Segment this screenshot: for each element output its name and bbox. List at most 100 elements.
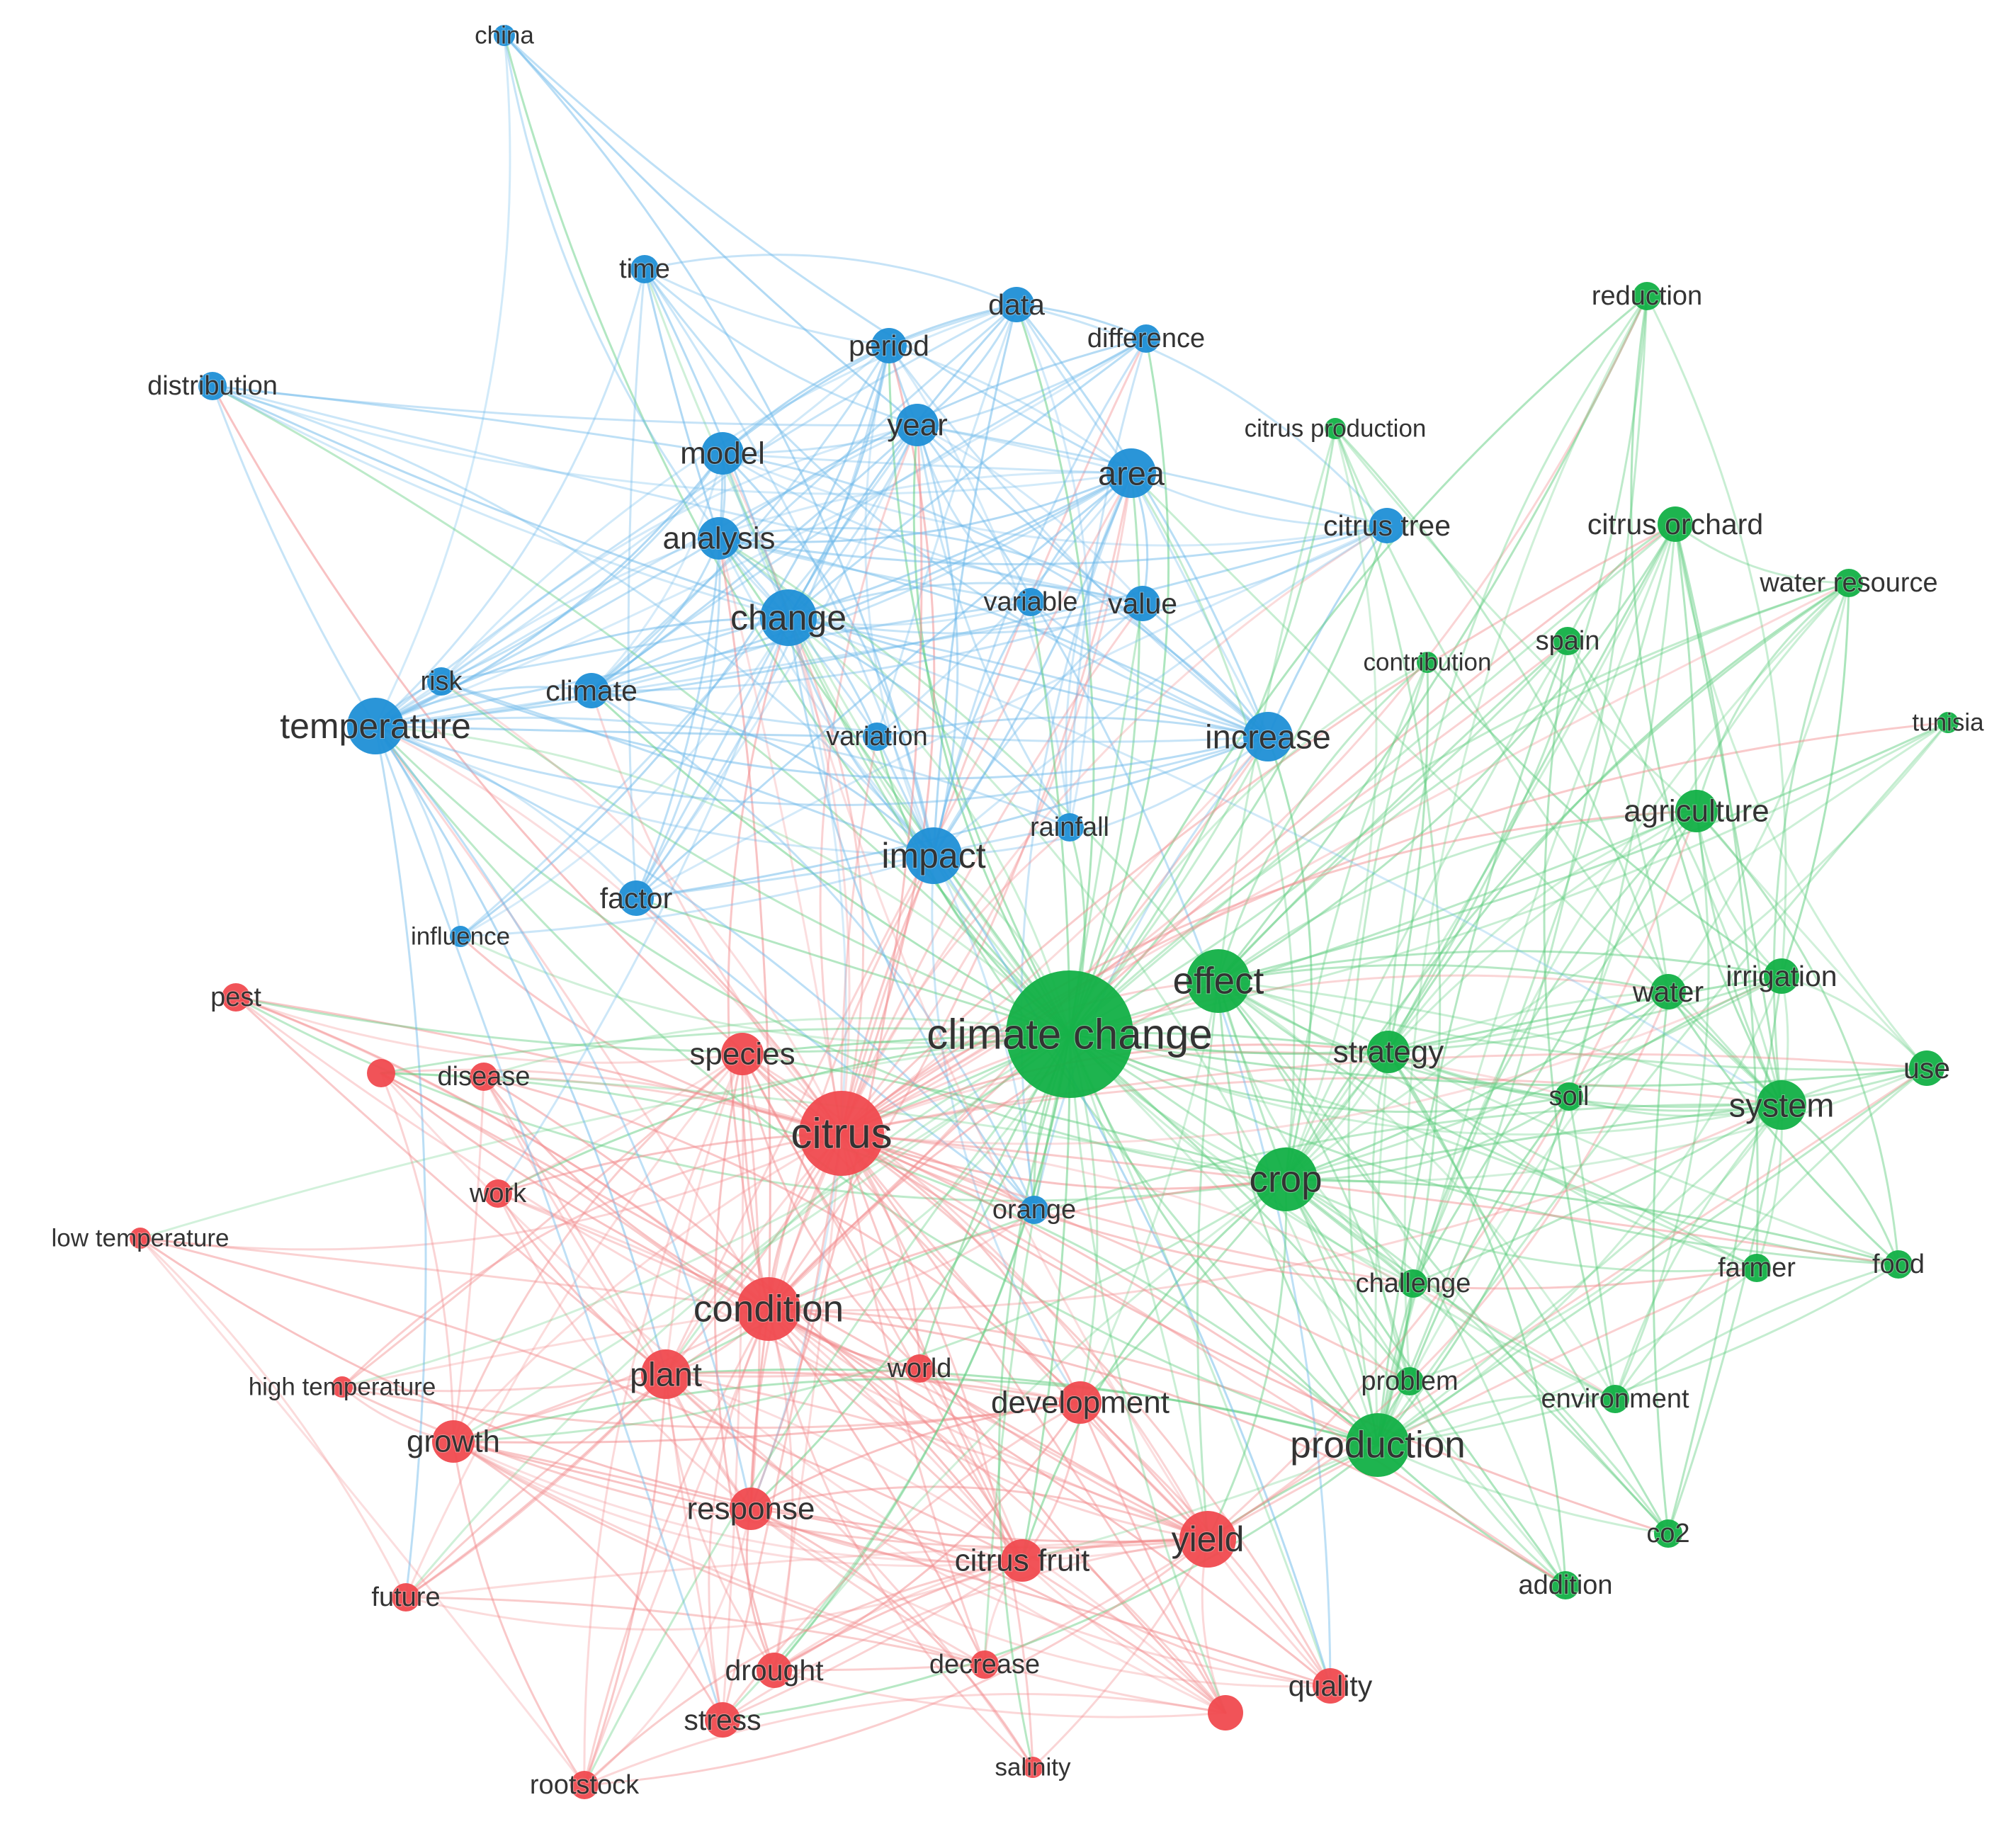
node-challenge[interactable]	[1399, 1269, 1427, 1298]
node-plant[interactable]	[641, 1349, 691, 1399]
node-rootstock[interactable]	[570, 1771, 599, 1799]
node-area[interactable]	[1106, 448, 1156, 498]
node-production[interactable]	[1346, 1413, 1410, 1477]
label-change: change	[730, 598, 846, 638]
node-soil[interactable]	[1555, 1082, 1583, 1111]
edge-quality-climate_change	[1068, 1033, 1332, 1687]
node-use[interactable]	[1909, 1050, 1944, 1086]
edge-future-yield	[404, 1538, 1209, 1599]
node-irrigation[interactable]	[1764, 958, 1799, 994]
node-growth[interactable]	[432, 1420, 475, 1463]
node-stress[interactable]	[705, 1702, 740, 1738]
edge-difference-temperature	[374, 337, 1148, 727]
edge-variable-analysis	[718, 537, 1032, 604]
node-food[interactable]	[1884, 1250, 1913, 1279]
label-condition: condition	[693, 1288, 844, 1330]
node-problem[interactable]	[1395, 1367, 1424, 1395]
edge-temperature-condition	[374, 725, 770, 1310]
node-addition[interactable]	[1551, 1571, 1580, 1599]
edge-soil-citrus	[840, 1050, 1570, 1135]
edge-crop-food	[1284, 1178, 1900, 1266]
node-development[interactable]	[1059, 1381, 1102, 1424]
node-change[interactable]	[760, 589, 817, 646]
node-risk[interactable]	[427, 667, 455, 696]
edge-yield-change	[787, 616, 1209, 1541]
node-difference[interactable]	[1132, 324, 1160, 353]
edge-year-climate	[590, 424, 919, 692]
edge-factor-citrus	[635, 897, 843, 1135]
node-co2[interactable]	[1654, 1519, 1682, 1548]
edge-contribution-production	[1347, 661, 1429, 1446]
node-work[interactable]	[484, 1179, 512, 1208]
node-citrus-production[interactable]	[1325, 418, 1346, 439]
edge-species-plant	[664, 1053, 744, 1376]
node-contribution[interactable]	[1417, 652, 1438, 673]
node-china[interactable]	[494, 25, 515, 46]
node-year[interactable]	[896, 404, 939, 446]
edge-rootstock-response	[583, 1507, 752, 1786]
node-time[interactable]	[630, 255, 659, 283]
node-variable[interactable]	[1017, 588, 1045, 616]
node-crop[interactable]	[1254, 1148, 1318, 1211]
node-species[interactable]	[721, 1033, 764, 1075]
node-unlabeled-red-2[interactable]	[1208, 1695, 1243, 1730]
node-drought[interactable]	[757, 1653, 792, 1688]
edge-effect-irrigation	[1217, 950, 1783, 982]
node-citrus-tree[interactable]	[1369, 508, 1405, 543]
edge-distribution-temperature	[211, 385, 377, 727]
node-high-temperature[interactable]	[332, 1376, 353, 1398]
node-condition[interactable]	[737, 1277, 800, 1341]
label-addition: addition	[1518, 1570, 1612, 1600]
node-variation[interactable]	[863, 723, 891, 751]
node-disease[interactable]	[470, 1063, 498, 1091]
node-distribution[interactable]	[198, 372, 227, 400]
node-rainfall[interactable]	[1055, 813, 1084, 842]
node-future[interactable]	[392, 1583, 420, 1611]
node-reduction[interactable]	[1633, 282, 1661, 310]
node-low-temperature[interactable]	[130, 1228, 151, 1249]
node-farmer[interactable]	[1743, 1254, 1771, 1282]
edge-unlabeled_red_2-climate_change	[1068, 1033, 1227, 1714]
label-time: time	[619, 254, 670, 284]
node-data[interactable]	[999, 287, 1034, 322]
node-decrease[interactable]	[970, 1650, 999, 1679]
node-impact[interactable]	[905, 827, 962, 884]
node-model[interactable]	[701, 432, 744, 475]
edge-value-temperature	[374, 602, 1144, 727]
node-citrus-fruit[interactable]	[1001, 1539, 1043, 1582]
edge-soil-irrigation	[1568, 975, 1783, 1098]
node-water-resource[interactable]	[1835, 569, 1863, 597]
node-spain[interactable]	[1553, 627, 1582, 655]
edge-crop-yield	[1206, 1178, 1288, 1541]
node-climate[interactable]	[574, 673, 609, 708]
node-citrus-orchard[interactable]	[1658, 506, 1693, 542]
node-world[interactable]	[905, 1354, 934, 1383]
edge-species-future	[404, 1053, 744, 1599]
node-system[interactable]	[1757, 1080, 1806, 1130]
node-orange[interactable]	[1020, 1196, 1048, 1224]
node-period[interactable]	[871, 328, 907, 363]
node-environment[interactable]	[1601, 1385, 1629, 1413]
node-strategy[interactable]	[1367, 1031, 1410, 1073]
node-climate-change[interactable]	[1006, 970, 1133, 1098]
node-value[interactable]	[1125, 586, 1160, 621]
label-reduction: reduction	[1592, 281, 1702, 311]
edge-pest-yield	[234, 996, 1209, 1541]
node-citrus[interactable]	[799, 1091, 884, 1176]
node-influence[interactable]	[450, 926, 471, 947]
node-yield[interactable]	[1179, 1511, 1236, 1568]
node-factor[interactable]	[618, 880, 654, 916]
node-tunisia[interactable]	[1937, 712, 1959, 733]
node-analysis[interactable]	[698, 517, 740, 560]
node-increase[interactable]	[1243, 712, 1293, 761]
node-unlabeled-red-1[interactable]	[367, 1059, 395, 1087]
node-response[interactable]	[730, 1488, 772, 1530]
node-effect[interactable]	[1187, 949, 1250, 1013]
node-salinity[interactable]	[1022, 1757, 1043, 1778]
node-pest[interactable]	[222, 983, 250, 1012]
node-quality[interactable]	[1313, 1668, 1348, 1704]
node-agriculture[interactable]	[1675, 790, 1718, 832]
node-water[interactable]	[1650, 974, 1686, 1009]
edge-period-impact	[864, 344, 935, 857]
node-temperature[interactable]	[347, 698, 404, 754]
